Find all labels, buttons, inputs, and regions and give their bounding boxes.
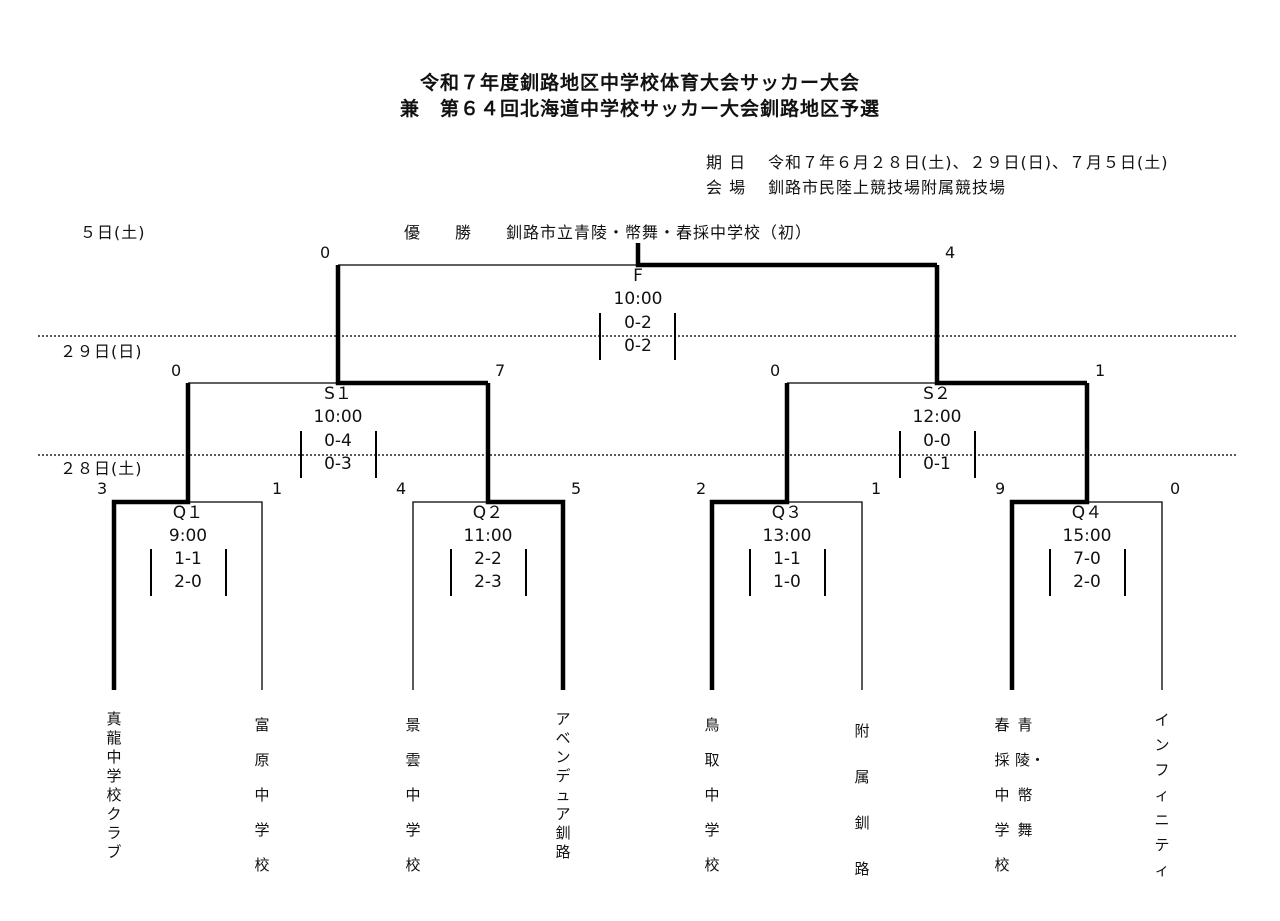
q2-time: 11:00 [463,526,513,546]
q1-score-left: 3 [97,479,108,498]
q1-score-right: 1 [272,479,283,498]
q4-time: 15:00 [1062,526,1112,546]
q4-score-left: 9 [995,479,1006,498]
q4-half2: 2-0 [1073,572,1101,592]
q3-score-left: 2 [696,479,707,498]
s2-time: 12:00 [912,407,962,427]
day-label-quarter: ２８日(土) [60,459,143,478]
final-half1: 0-2 [624,313,652,333]
team-name-col2: 春採中学校 [994,716,1010,874]
q3-score-right: 1 [871,479,882,498]
q1-half2: 2-0 [174,572,202,592]
team-name: 附属釧路 [854,722,870,878]
team-name-col1: 青陵・幣舞 [1015,716,1046,839]
venue-label: 会 場 [706,178,747,197]
team-name: 景雲中学校 [405,716,421,874]
final-half2: 0-2 [624,336,652,356]
s1-score-right: 7 [495,361,506,380]
day-label-semi: ２９日(日) [60,342,143,361]
day-label-final: ５日(土) [80,223,146,242]
final-time: 10:00 [613,289,663,309]
final-score-left: 0 [320,243,331,262]
team-name: インフィニティ [1154,711,1170,879]
q2-right-line [485,383,566,690]
s1-score-left: 0 [171,361,182,380]
q2-half2: 2-3 [474,572,502,592]
s1-half2: 0-3 [324,454,352,474]
q3-match-name: Q３ [771,503,803,523]
q2-half1: 2-2 [474,549,502,569]
q1-right-line [188,501,263,690]
q1-time: 9:00 [168,526,208,546]
s2-half1: 0-0 [923,431,951,451]
date-value: 令和７年６月２８日(土)、２９日(日)、７月５日(土) [768,153,1169,172]
s1-match-name: S１ [324,384,352,404]
q2-score-left: 4 [396,479,407,498]
team-name: 鳥取中学校 [704,716,720,874]
final-right-line [635,243,937,268]
s2-score-left: 0 [770,361,781,380]
q3-half1: 1-1 [773,549,801,569]
final-match-name: F [633,266,643,286]
s1-half1: 0-4 [324,431,352,451]
venue-value: 釧路市民陸上競技場附属競技場 [768,178,1007,197]
q3-left-line [709,383,790,690]
q3-time: 13:00 [762,526,812,546]
q2-left-line [412,501,488,690]
q1-left-line [111,383,191,690]
date-label: 期 日 [706,153,747,172]
champion-value: 釧路市立青陵・幣舞・春採中学校（初） [506,223,813,242]
q4-match-name: Q４ [1071,503,1103,523]
title-line-1: 令和７年度釧路地区中学校体育大会サッカー大会 [419,72,860,94]
s1-right-line [335,265,488,386]
team-name: アベンデュア釧路 [555,710,571,861]
q3-half2: 1-0 [773,572,801,592]
title-line-2: 兼 第６４回北海道中学校サッカー大会釧路地区予選 [399,98,880,120]
s2-half2: 0-1 [923,454,951,474]
q4-score-right: 0 [1170,479,1181,498]
q4-right-line [1087,501,1163,690]
q2-score-right: 5 [571,479,582,498]
final-score-right: 4 [945,243,956,262]
q1-match-name: Q１ [172,503,204,523]
q3-right-line [787,501,863,690]
q4-half1: 7-0 [1073,549,1101,569]
s2-right-line [934,265,1087,386]
q1-half1: 1-1 [174,549,202,569]
q2-match-name: Q２ [472,503,504,523]
s1-time: 10:00 [313,407,363,427]
q4-left-line [1009,383,1090,690]
team-name: 真龍中学校クラブ [106,710,122,861]
s2-match-name: S２ [923,384,951,404]
team-name: 富原中学校 [254,716,270,874]
champion-label: 優 勝 [404,223,473,242]
s2-score-right: 1 [1095,361,1106,380]
